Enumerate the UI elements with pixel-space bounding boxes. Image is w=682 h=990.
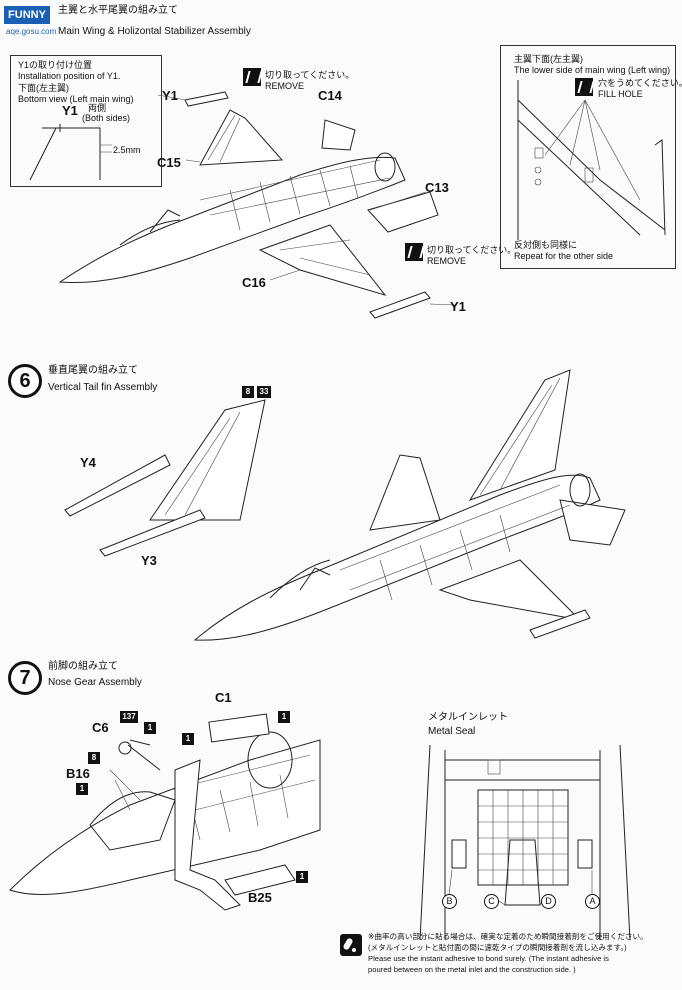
part-c15: C15	[157, 155, 181, 170]
part-c16: C16	[242, 275, 266, 290]
part-b25: B25	[248, 890, 272, 905]
remove-note-bottom-jp: 切り取ってください。	[427, 245, 517, 255]
inset-line2-en: Bottom view (Left main wing)	[18, 94, 134, 104]
footnote-en-1: Please use the instant adhesive to bond …	[368, 954, 609, 963]
footnote-en-2: poured between on the metal inlet and th…	[368, 965, 576, 974]
marker-a: A	[585, 894, 600, 909]
step5-aircraft-drawing	[58, 91, 456, 319]
footnote-jp-2: (メタルインレットと貼付面の間に速乾タイプの瞬間接着剤を流し込みます。)	[368, 943, 627, 952]
part-y1-top: Y1	[162, 88, 178, 103]
badge-1-c6: 1	[144, 722, 156, 734]
inset-y1-graphic	[29, 124, 112, 181]
step7-number: 7	[8, 661, 42, 695]
inset-lower-wing-panel	[500, 45, 676, 269]
inset-right-title-en: The lower side of main wing (Left wing)	[514, 65, 671, 75]
step6-title-jp: 垂直尾翼の組み立て	[48, 365, 138, 376]
metal-seal-title-en: Metal Seal	[428, 726, 476, 737]
badge-1-b16: 1	[76, 783, 88, 795]
inset-y1-panel	[10, 55, 162, 187]
metal-seal-drawing	[419, 744, 631, 941]
inset-both-en: (Both sides)	[82, 113, 131, 123]
marker-b: B	[442, 894, 457, 909]
step7-title-en: Nose Gear Assembly	[48, 677, 142, 688]
marker-c: C	[484, 894, 499, 909]
step7-title-jp: 前脚の組み立て	[48, 661, 118, 672]
step6-title-en: Vertical Tail fin Assembly	[48, 382, 158, 393]
inset-line2-jp: 下面(左主翼)	[18, 83, 69, 93]
badge-1-b25: 1	[296, 871, 308, 883]
repeat-en: Repeat for the other side	[514, 251, 614, 261]
metal-seal-title-jp: メタルインレット	[428, 712, 508, 723]
step7-aircraft-drawing	[9, 713, 321, 911]
part-y4: Y4	[80, 455, 96, 470]
part-y3: Y3	[141, 553, 157, 568]
adhesive-icon	[340, 934, 362, 956]
part-c6: C6	[92, 720, 109, 735]
inset-line1-en: Installation position of Y1.	[18, 71, 121, 81]
repeat-jp: 反対側も同様に	[514, 240, 578, 250]
part-c1: C1	[215, 690, 232, 705]
inset-lower-wing-graphic	[517, 80, 666, 240]
fill-hole-icon	[575, 78, 593, 96]
step5-title-jp: 主翼と水平尾翼の組み立て	[58, 5, 178, 16]
badge-1-strut: 1	[182, 733, 194, 745]
step6-number: 6	[8, 364, 42, 398]
step6-badge-33: 33	[257, 386, 271, 398]
inset-dim: 2.5mm	[113, 145, 141, 155]
badge-137: 137	[120, 711, 138, 723]
step6-badge-8: 8	[242, 386, 254, 398]
fill-hole-en: FILL HOLE	[598, 89, 643, 99]
remove-note-bottom-en: REMOVE	[427, 256, 467, 266]
remove-icon	[405, 243, 423, 261]
inset-both-jp: 両側	[88, 103, 107, 113]
inset-right-title-jp: 主翼下面(左主翼)	[514, 54, 583, 64]
watermark-logo: FUNNY SEARCH	[4, 6, 50, 39]
footnote-jp-1: ※曲率の高い部分に貼る場合は、確実な定着のため瞬間接着剤をご使用ください。	[368, 932, 648, 941]
remove-note-top-en: REMOVE	[265, 81, 305, 91]
fill-hole-jp: 穴をうめてください。	[598, 78, 682, 88]
watermark-site: aqe.gosu.com	[6, 27, 57, 36]
part-c14: C14	[318, 88, 342, 103]
badge-1-c1: 1	[278, 711, 290, 723]
part-b16: B16	[66, 766, 90, 781]
part-y1-bottom: Y1	[450, 299, 466, 314]
part-c13: C13	[425, 180, 449, 195]
inset-line1-jp: Y1の取り付け位置	[18, 60, 93, 70]
remove-icon	[243, 68, 261, 86]
step6-aircraft-drawing	[64, 369, 626, 641]
remove-note-top-jp: 切り取ってください。	[265, 70, 355, 80]
inset-part-y1: Y1	[62, 103, 78, 118]
step5-title-en: Main Wing & Holizontal Stabilizer Assemb…	[58, 26, 251, 37]
badge-8-gear: 8	[88, 752, 100, 764]
marker-d: D	[541, 894, 556, 909]
